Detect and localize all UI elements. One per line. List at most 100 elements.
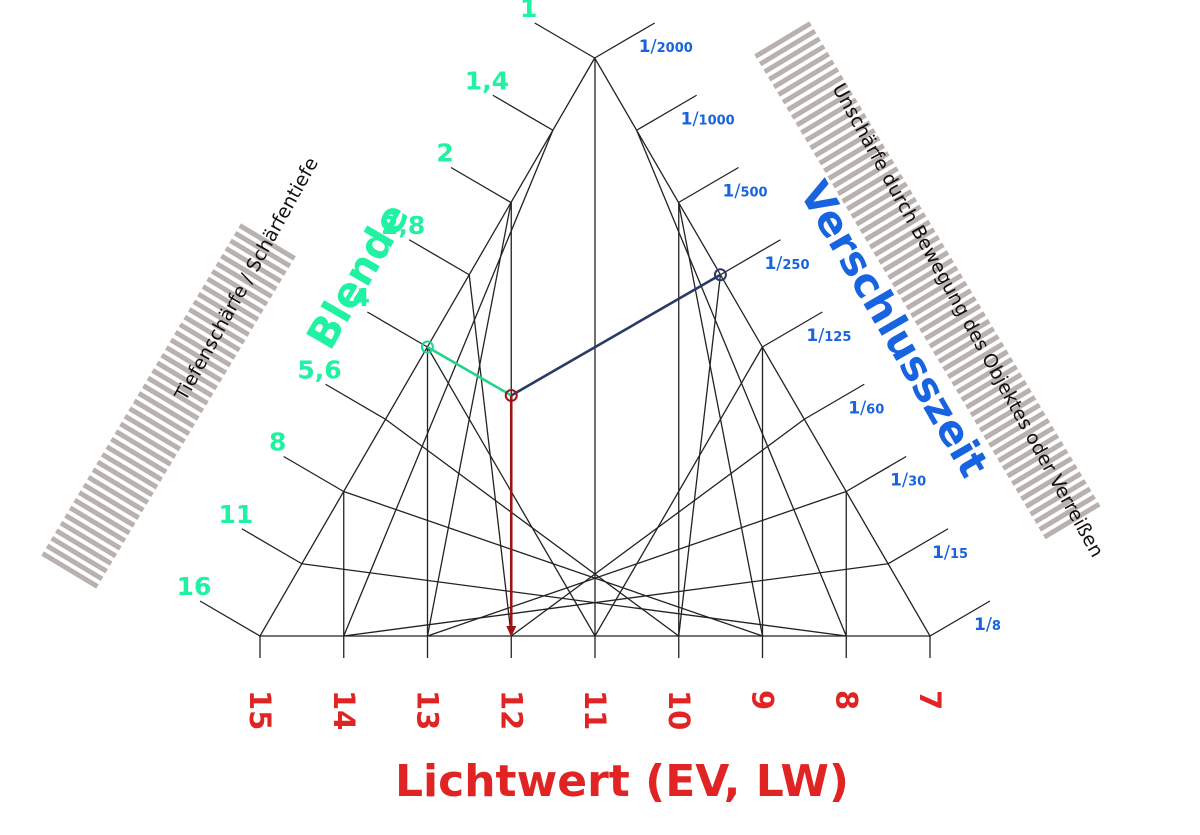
shutter-tick [803,383,865,420]
stripe [1015,456,1073,494]
stripe [110,436,168,475]
stripe [997,425,1055,463]
aperture-value: 4 [353,283,370,312]
ev-value: 9 [746,690,780,710]
stripe [220,253,278,292]
stripe [137,391,195,429]
stripe [942,334,1000,372]
ev-title: Lichtwert (EV, LW) [395,756,849,807]
shutter-value: 1/60 [848,397,884,418]
stripe [965,372,1023,410]
stripe [91,467,150,505]
stripe [105,444,163,482]
stripe [850,181,908,219]
stripe [754,21,812,59]
aperture-value: 5,6 [297,355,341,384]
shutter-value: 1/15 [932,542,968,563]
aperture-value: 11 [218,500,253,529]
ev-value: 14 [327,690,361,730]
ev-value: 13 [411,690,445,730]
stripe [41,551,99,589]
stripe [768,44,826,82]
stripe [836,158,895,196]
stripe [68,505,127,543]
stripe [969,379,1028,418]
stripe [827,143,886,181]
stripe [864,204,922,242]
stripe [790,82,849,120]
stripe [201,284,260,322]
stripe [1033,486,1092,524]
stripe [905,273,963,311]
stripe [224,246,283,284]
stripe [978,395,1037,433]
ev-value: 7 [913,690,947,710]
stripe [933,318,991,357]
aperture-tick [283,455,345,493]
stripe [132,398,191,437]
stripe [174,330,232,368]
stripe [992,418,1051,456]
aperture-value: 8 [269,428,286,457]
stripe [983,402,1041,441]
shutter-tick [845,455,907,493]
shutter-value: 1/2000 [639,36,693,57]
stripe [882,234,941,273]
stripe [155,360,214,398]
stripe [988,410,1046,448]
stripe [178,322,237,360]
intersection-marker [504,388,518,402]
example-reading [420,268,727,637]
stripe [206,276,264,314]
stripe [233,230,292,269]
stripe [832,151,890,189]
stripe [119,421,177,459]
stripe [59,520,118,559]
stripe [100,452,159,490]
stripe [160,353,218,391]
stripe [841,166,899,204]
grid-line [678,274,722,637]
motion-blur-stripes [754,21,1101,540]
aperture-tick [492,94,554,131]
aperture-tick [450,166,512,204]
stripe [1029,479,1087,517]
aperture-reading-line [426,345,512,397]
shutter-value: 1/30 [890,470,926,491]
shutter-value: 1/1000 [681,108,735,129]
shutter-value: 1/125 [806,325,851,346]
shutter-tick [720,239,781,276]
stripe [1043,501,1101,540]
stripe [146,375,205,414]
stripe [928,311,986,349]
stripe [951,349,1009,387]
stripe [800,97,858,135]
stripe [87,475,145,513]
aperture-tick [534,22,596,59]
stripe [868,212,927,250]
stripe [82,482,140,520]
shutter-value: 1/250 [764,253,809,274]
stripe [878,227,936,265]
stripe [197,291,255,330]
stripe [187,307,246,345]
ev-arrowhead [506,626,517,637]
grid-line [385,418,680,637]
stripe [873,219,931,257]
stripe [845,173,904,212]
stripe [772,51,831,90]
stripe [818,128,876,166]
stripe [142,383,200,421]
shutter-tick [678,166,739,204]
shutter-tick [594,22,656,59]
depth-of-field-stripes [41,223,296,589]
stripe [165,345,223,383]
shutter-reading-line [510,273,722,397]
shutter-marker [713,268,727,282]
stripe [1010,448,1069,486]
ev-value: 15 [243,690,277,730]
shutter-scale: 1/20001/10001/5001/2501/1251/601/301/151… [639,36,1001,635]
stripe [777,59,835,97]
